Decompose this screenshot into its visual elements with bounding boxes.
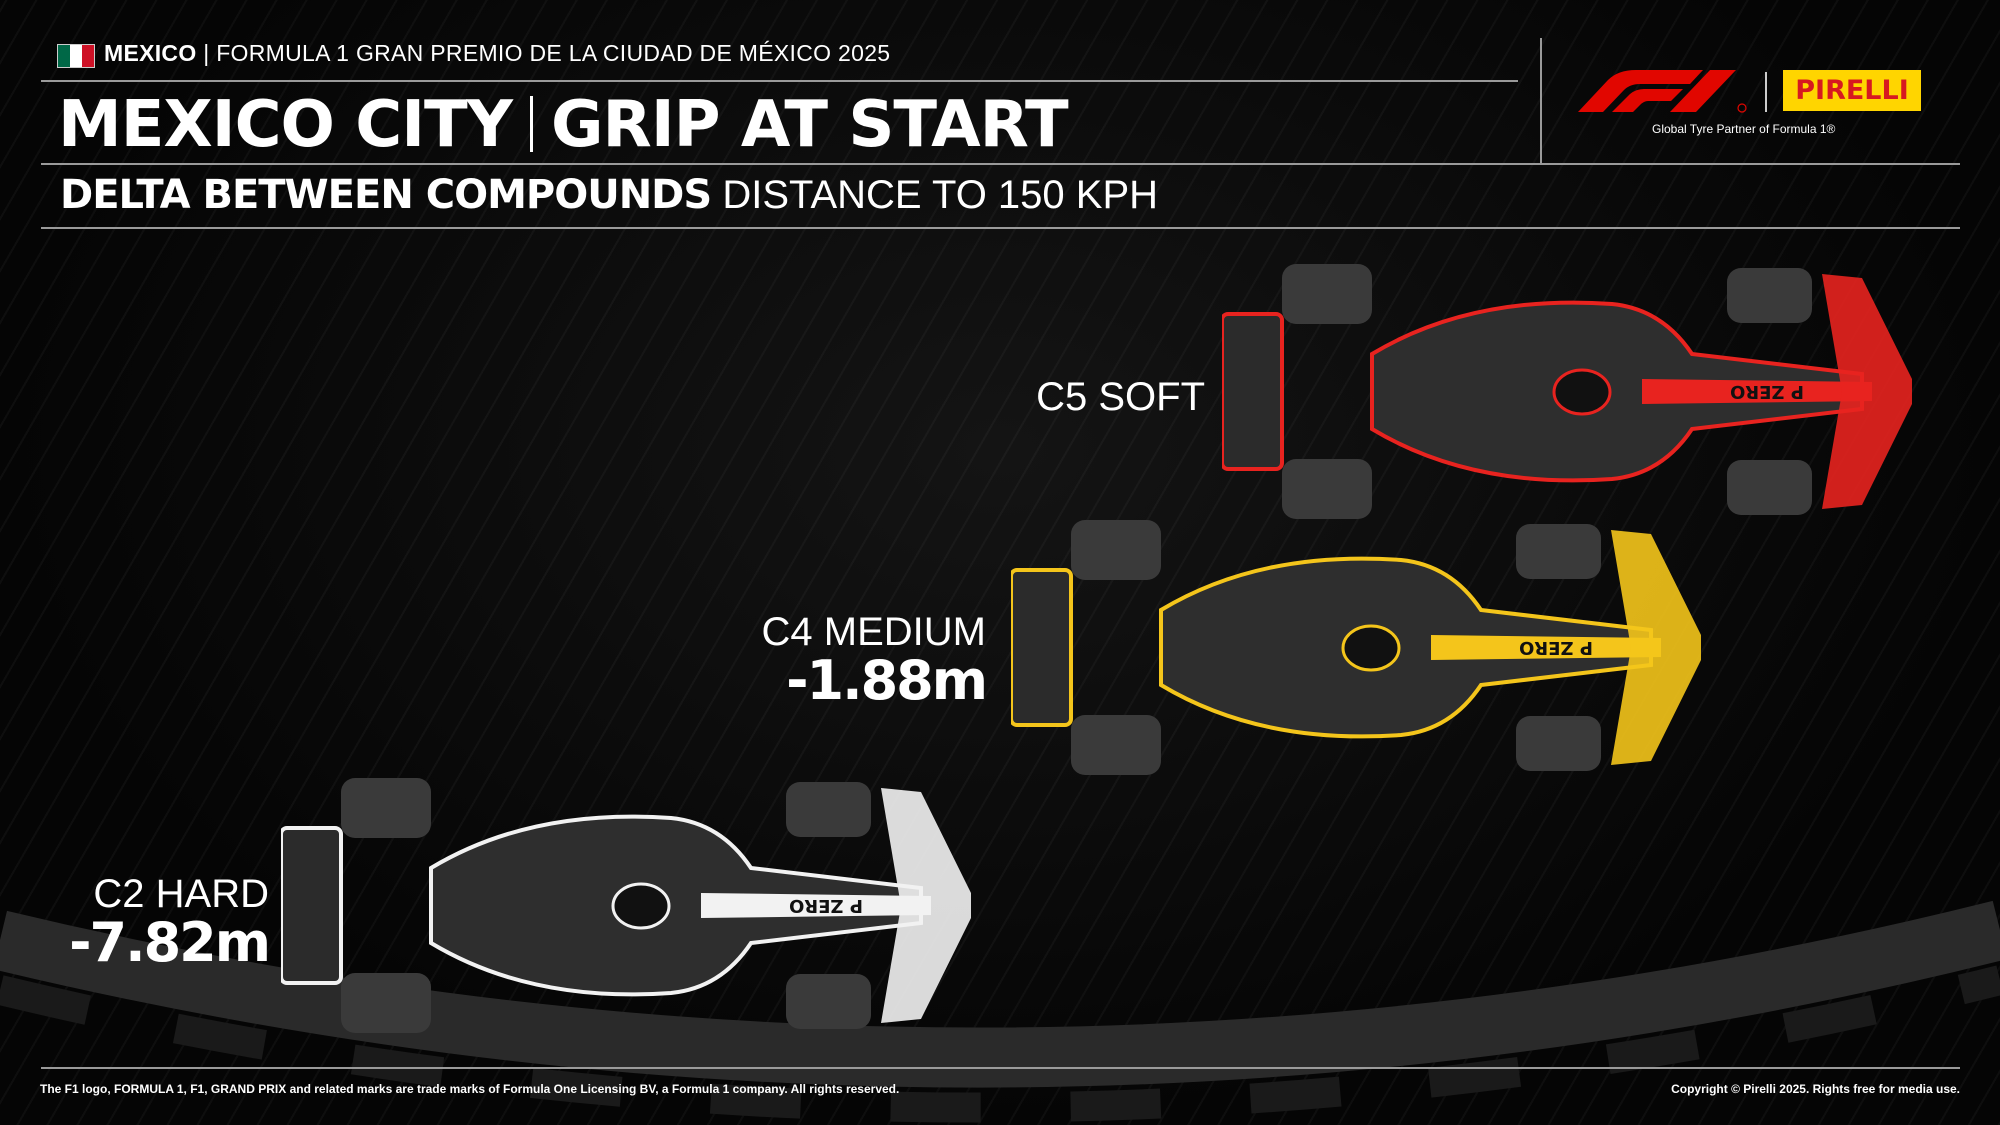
mexico-flag-icon	[57, 44, 95, 68]
f1-logo	[1578, 70, 1747, 113]
country-label: MEXICO	[104, 40, 197, 66]
event-header: MEXICO | FORMULA 1 GRAN PREMIO DE LA CIU…	[104, 40, 891, 66]
car-livery-text: P ZERO	[789, 895, 863, 916]
title-city: MEXICO CITY	[58, 88, 513, 162]
title-topic: GRIP AT START	[551, 88, 1069, 162]
tagline: Global Tyre Partner of Formula 1®	[1652, 122, 1836, 136]
footer-copyright: Copyright © Pirelli 2025. Rights free fo…	[1671, 1082, 1960, 1096]
compound-label-hard: C2 HARD -7.82m	[69, 872, 271, 974]
divider	[41, 227, 1960, 229]
compound-name: C5 SOFT	[1036, 375, 1205, 419]
divider	[41, 163, 1960, 165]
page-title: MEXICO CITY GRIP AT START	[58, 88, 1069, 162]
compound-label-soft: C5 SOFT	[1036, 375, 1205, 419]
subtitle-bold: DELTA BETWEEN COMPOUNDS	[60, 172, 712, 218]
subtitle: DELTA BETWEEN COMPOUNDS DISTANCE TO 150 …	[60, 172, 1158, 218]
compound-name: C2 HARD	[93, 872, 269, 916]
compound-delta: -1.88m	[786, 649, 988, 712]
pirelli-logo: PIRELLI	[1783, 70, 1921, 111]
car-livery-text: P ZERO	[1730, 381, 1804, 402]
footer-trademark: The F1 logo, FORMULA 1, F1, GRAND PRIX a…	[40, 1082, 900, 1096]
compound-name: C4 MEDIUM	[761, 610, 986, 654]
divider	[1540, 38, 1542, 163]
car-livery-text: P ZERO	[1519, 637, 1593, 658]
event-name: FORMULA 1 GRAN PREMIO DE LA CIUDAD DE MÉ…	[216, 40, 891, 66]
divider	[41, 1067, 1960, 1069]
subtitle-regular: DISTANCE TO 150 KPH	[722, 173, 1159, 217]
compound-label-medium: C4 MEDIUM -1.88m	[761, 610, 988, 712]
divider	[1765, 72, 1767, 112]
car-c2-hard: P ZERO	[281, 778, 971, 1033]
compound-delta: -7.82m	[69, 911, 271, 974]
car-c4-medium: P ZERO	[1011, 520, 1701, 775]
car-c5-soft: P ZERO	[1222, 264, 1912, 519]
divider	[41, 80, 1518, 82]
